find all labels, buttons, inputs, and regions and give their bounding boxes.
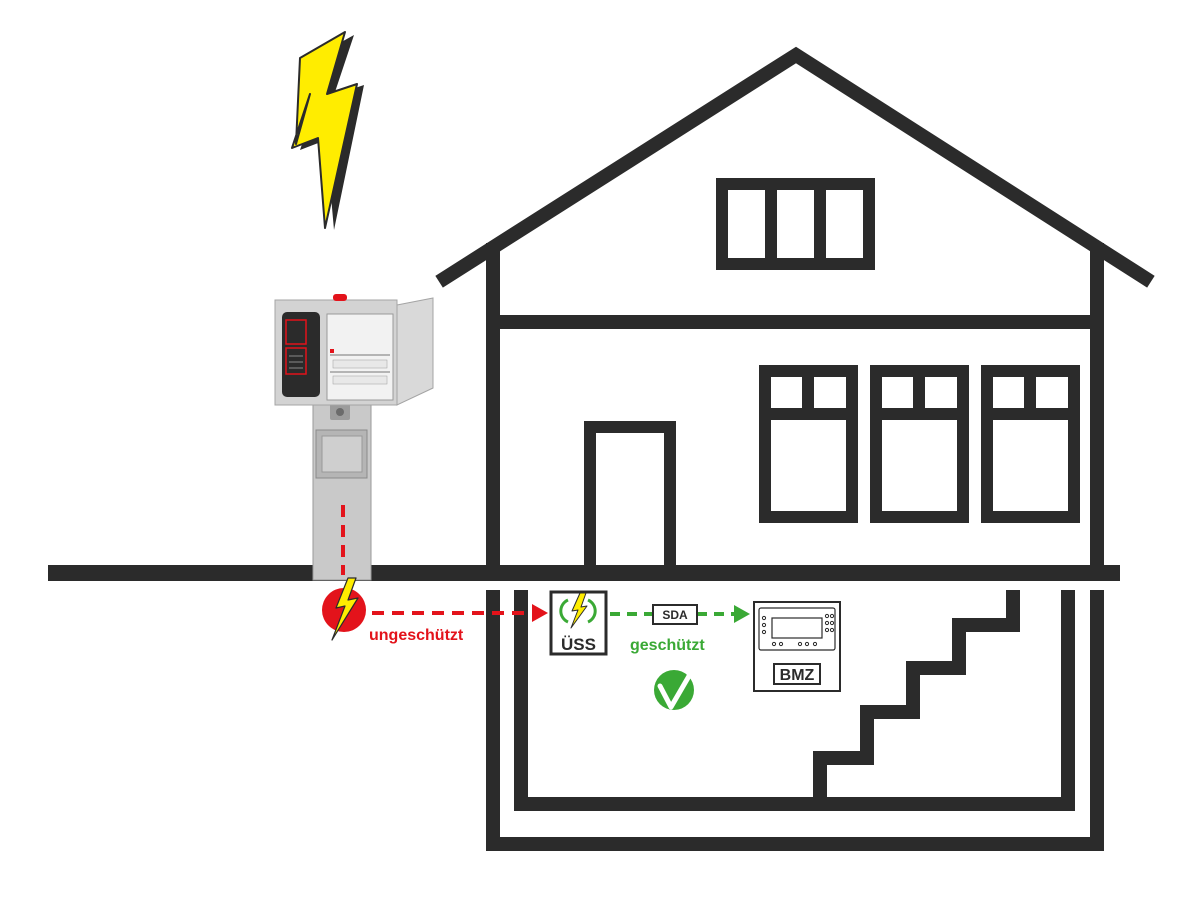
ground-line xyxy=(48,565,1120,581)
house-outline xyxy=(435,46,1155,579)
unprotected-label: ungeschützt xyxy=(369,627,464,644)
sda-box: SDA xyxy=(652,604,698,625)
unprotected-arrowhead xyxy=(532,604,548,622)
danger-lightning-icon xyxy=(322,577,366,641)
outdoor-cabinet xyxy=(274,294,434,581)
protected-label: geschützt xyxy=(630,637,705,654)
basement-outline xyxy=(486,590,1104,851)
attic-window xyxy=(716,178,875,270)
protected-arrowhead xyxy=(734,605,750,623)
house-door xyxy=(584,421,676,565)
window-2 xyxy=(870,365,969,523)
check-mark-icon xyxy=(654,661,699,710)
window-3 xyxy=(981,365,1080,523)
surge-protector-icon xyxy=(559,592,597,629)
bmz-panel: BMZ xyxy=(753,601,841,692)
lightning-bolt-icon xyxy=(291,31,364,230)
uss-label: ÜSS xyxy=(561,635,596,654)
ground-floor-windows xyxy=(759,365,1080,523)
window-1 xyxy=(759,365,858,523)
sda-label: SDA xyxy=(662,608,688,622)
unprotected-line xyxy=(341,505,535,615)
surge-protector-box: ÜSS xyxy=(549,590,608,656)
basement-stairs xyxy=(813,590,1020,804)
bmz-label: BMZ xyxy=(780,667,815,684)
